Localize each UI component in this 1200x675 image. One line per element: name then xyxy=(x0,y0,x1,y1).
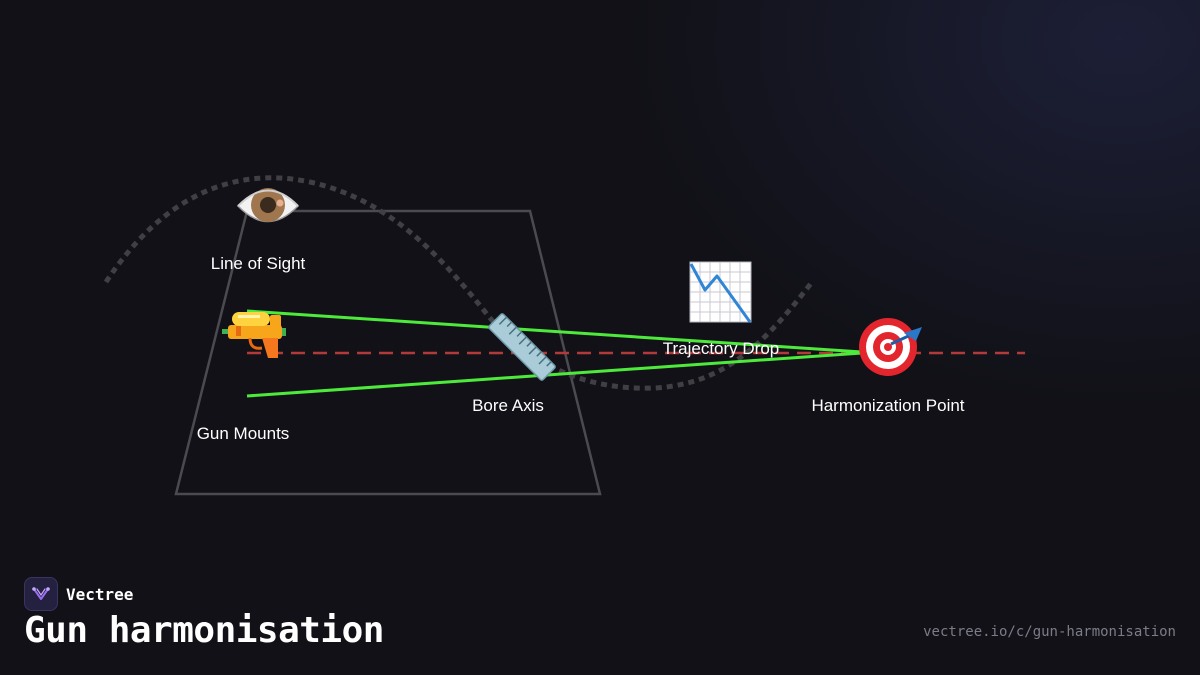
line-of-sight-label: Line of Sight xyxy=(211,254,306,273)
eye-icon xyxy=(236,188,300,223)
trajectory-curve xyxy=(103,175,814,391)
harmonization-point-label: Harmonization Point xyxy=(811,396,964,415)
upper-convergence-line xyxy=(246,309,863,354)
page-url[interactable]: vectree.io/c/gun-harmonisation xyxy=(923,624,1176,640)
brand-name: Vectree xyxy=(66,584,134,604)
target-icon xyxy=(859,318,922,376)
page-title: Gun harmonisation xyxy=(24,610,384,651)
chart-decreasing-icon xyxy=(689,261,752,323)
brand: Vectree xyxy=(24,577,133,611)
bore-axis-label: Bore Axis xyxy=(472,396,544,415)
trajectory-drop-label: Trajectory Drop xyxy=(663,339,780,358)
gun-mounts-label: Gun Mounts xyxy=(197,424,290,443)
lower-convergence-line xyxy=(246,351,863,398)
water-pistol-icon xyxy=(222,312,286,358)
vectree-logo-icon xyxy=(24,577,58,611)
mount-outline-shape xyxy=(174,209,602,496)
ruler-icon xyxy=(488,313,556,381)
